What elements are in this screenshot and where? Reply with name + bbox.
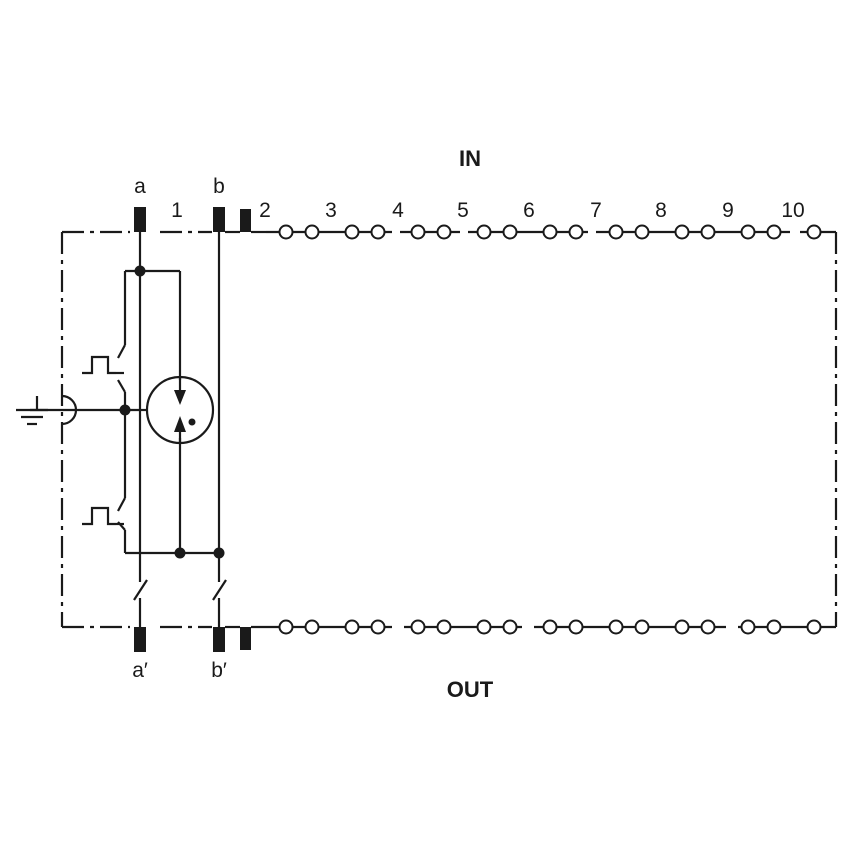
out-label: OUT — [447, 677, 494, 702]
out-terminal-13 — [674, 619, 690, 635]
out-terminal-17 — [806, 619, 822, 635]
out-terminal-2 — [304, 619, 320, 635]
pair-number-4: 4 — [392, 199, 404, 222]
pair-number-1: 1 — [171, 199, 183, 222]
pair-number-9: 9 — [722, 199, 734, 222]
in-terminal-2 — [304, 224, 320, 240]
terminal-b-prime-label: b′ — [211, 659, 227, 682]
out-terminal-1 — [278, 619, 294, 635]
out-terminal-11 — [608, 619, 624, 635]
out-terminal-9 — [542, 619, 558, 635]
enclosure-frame — [60, 230, 838, 629]
out-terminal-3 — [344, 619, 360, 635]
in-terminal-1 — [278, 224, 294, 240]
in-terminal-16 — [766, 224, 782, 240]
terminal-b-label: b — [213, 175, 225, 198]
in-terminal-9 — [542, 224, 558, 240]
in-terminal-7 — [476, 224, 492, 240]
out-terminal-7 — [476, 619, 492, 635]
ground-icon — [16, 394, 78, 426]
pair-number-7: 7 — [590, 199, 602, 222]
protection-circuit — [62, 232, 227, 627]
out-terminal-15 — [740, 619, 756, 635]
in-terminal-4 — [370, 224, 386, 240]
in-terminal-15 — [740, 224, 756, 240]
out-terminal-4 — [370, 619, 386, 635]
in-terminal-10 — [568, 224, 584, 240]
pair-number-2: 2 — [259, 199, 271, 222]
pair-number-8: 8 — [655, 199, 667, 222]
out-terminal-6 — [436, 619, 452, 635]
pair-number-3: 3 — [325, 199, 337, 222]
in-terminal-5 — [410, 224, 426, 240]
pulse-switch-icon — [82, 355, 124, 526]
in-label: IN — [459, 146, 481, 171]
out-terminal-10 — [568, 619, 584, 635]
terminal-a-label: a — [134, 175, 146, 198]
terminal-block-icon — [134, 207, 251, 652]
in-terminal-8 — [502, 224, 518, 240]
pair-number-6: 6 — [523, 199, 535, 222]
in-terminal-11 — [608, 224, 624, 240]
in-terminal-12 — [634, 224, 650, 240]
out-terminal-chain — [225, 619, 836, 635]
out-terminal-14 — [700, 619, 716, 635]
gas-discharge-tube-icon — [145, 375, 215, 445]
in-terminal-6 — [436, 224, 452, 240]
out-terminal-16 — [766, 619, 782, 635]
in-terminal-14 — [700, 224, 716, 240]
pair-number-5: 5 — [457, 199, 469, 222]
out-terminal-5 — [410, 619, 426, 635]
out-terminal-8 — [502, 619, 518, 635]
pair-number-labels: 1 2 3 4 5 6 7 8 9 10 — [171, 199, 805, 222]
out-terminal-12 — [634, 619, 650, 635]
in-terminal-3 — [344, 224, 360, 240]
in-terminal-13 — [674, 224, 690, 240]
in-terminal-17 — [806, 224, 822, 240]
in-terminal-chain — [225, 224, 836, 240]
pair-number-10: 10 — [781, 199, 804, 222]
terminal-a-prime-label: a′ — [132, 659, 148, 682]
